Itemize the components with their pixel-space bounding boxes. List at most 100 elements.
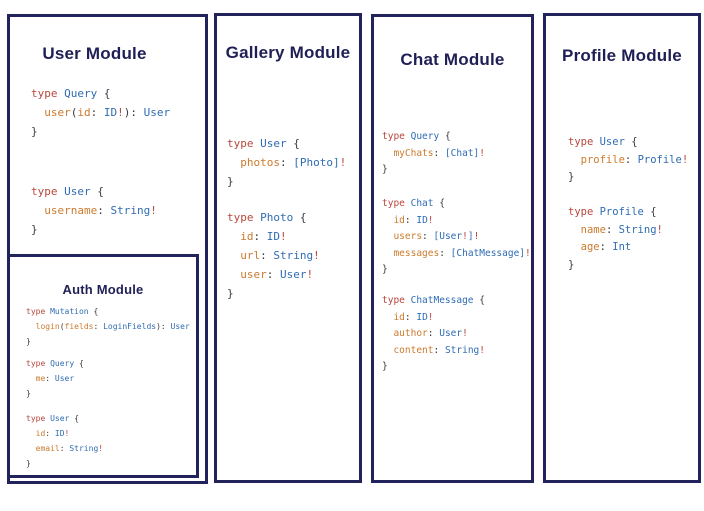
code-token: :: [59, 444, 70, 453]
code-token: !: [525, 247, 531, 259]
code-token: :: [45, 429, 55, 438]
code-line: type Profile {: [568, 204, 663, 222]
code-line: user(id: ID!): User: [31, 103, 170, 122]
code-line: type Query {: [382, 129, 485, 146]
code-token: :: [422, 231, 434, 242]
code-token: {: [444, 131, 451, 142]
code-token: {: [631, 136, 638, 148]
code-token: User: [64, 185, 98, 198]
code-line: type Chat {: [382, 196, 531, 213]
code-token: id: [382, 311, 405, 323]
code-token: type: [26, 307, 51, 316]
code-line: profile: Profile!: [568, 152, 689, 170]
gallery-module-panel: Gallery Module type User { photos: [Phot…: [214, 13, 362, 483]
code-token: users: [382, 231, 423, 242]
code-token: id: [77, 106, 91, 119]
code-line: }: [227, 284, 320, 303]
code-token: ):: [123, 106, 144, 119]
code-line: type ChatMessage {: [382, 293, 485, 310]
code-token: {: [74, 414, 80, 423]
code-token: {: [93, 307, 99, 316]
code-token: ID: [416, 214, 428, 226]
code-token: username: [31, 204, 98, 217]
code-line: }: [382, 359, 485, 376]
code-token: ]: [467, 231, 474, 242]
auth-code-block-user: type User { id: ID! email: String!}: [26, 411, 103, 471]
code-token: age: [568, 241, 600, 253]
code-token: {: [479, 295, 485, 306]
code-token: type: [568, 136, 600, 148]
code-line: type User {: [568, 134, 688, 152]
code-token: !: [280, 230, 287, 243]
code-token: :: [90, 106, 104, 119]
profile-module-title: Profile Module: [562, 46, 682, 66]
code-token: id: [227, 230, 254, 243]
code-token: }: [31, 125, 38, 138]
code-token: :: [599, 241, 613, 253]
code-token: {: [79, 359, 84, 368]
code-token: }: [382, 164, 388, 175]
code-token: :: [253, 230, 267, 243]
code-token: :: [427, 328, 440, 339]
code-token: (: [59, 322, 65, 331]
code-token: :: [97, 204, 111, 217]
code-token: String: [618, 223, 657, 236]
code-line: }: [31, 122, 170, 141]
code-line: type User {: [227, 134, 346, 153]
code-line: user: User!: [227, 265, 320, 284]
code-token: user: [227, 268, 267, 281]
code-token: [Chat]: [444, 147, 480, 159]
code-line: }: [26, 334, 190, 349]
code-token: login: [26, 322, 60, 331]
code-token: !: [656, 223, 663, 236]
code-token: }: [382, 361, 388, 372]
user-code-block-query: type Query { user(id: ID!): User}: [31, 84, 170, 141]
code-token: type: [227, 137, 261, 150]
code-token: {: [650, 206, 657, 218]
code-line: name: String!: [568, 222, 663, 240]
code-token: {: [103, 87, 111, 100]
code-line: content: String!: [382, 343, 485, 360]
code-token: LoginFields: [103, 322, 157, 331]
code-token: fields: [64, 322, 94, 331]
code-token: author: [382, 328, 428, 339]
code-token: {: [293, 137, 300, 150]
code-token: id: [26, 429, 46, 438]
code-token: :: [404, 311, 417, 323]
gallery-code-block-photo: type Photo { id: ID! url: String! user: …: [227, 208, 320, 303]
code-line: myChats: [Chat]!: [382, 146, 485, 163]
code-token: url: [227, 249, 261, 262]
code-token: {: [439, 198, 445, 209]
code-token: type: [568, 206, 600, 218]
code-line: age: Int: [568, 239, 663, 257]
code-line: }: [31, 220, 157, 239]
code-token: :: [266, 268, 280, 281]
code-line: type Query {: [31, 84, 170, 103]
code-token: name: [568, 223, 606, 236]
code-token: !: [339, 156, 347, 169]
profile-code-block-profile: type Profile { name: String! age: Int}: [568, 204, 663, 274]
code-token: [Photo]: [293, 156, 340, 169]
code-token: !: [98, 444, 104, 453]
auth-module-title: Auth Module: [62, 281, 144, 297]
code-token: !: [479, 147, 485, 159]
code-token: }: [31, 223, 38, 236]
chat-code-block-chatmessage: type ChatMessage { id: ID! author: User!…: [382, 293, 485, 376]
code-token: }: [26, 459, 31, 468]
code-token: type: [382, 131, 411, 142]
code-token: id: [382, 214, 405, 226]
code-token: String: [444, 344, 480, 356]
code-token: String: [69, 444, 99, 453]
code-token: photos: [227, 156, 280, 169]
code-token: !: [473, 231, 480, 242]
code-token: }: [227, 287, 234, 300]
code-line: login(fields: LoginFields): User: [26, 319, 190, 334]
gallery-module-title: Gallery Module: [225, 43, 351, 63]
code-token: }: [26, 337, 31, 346]
code-line: type User {: [26, 411, 103, 426]
code-token: Int: [612, 241, 632, 253]
code-line: email: String!: [26, 441, 103, 456]
code-token: [ChatMessage]: [450, 247, 526, 259]
code-token: :: [605, 223, 619, 236]
